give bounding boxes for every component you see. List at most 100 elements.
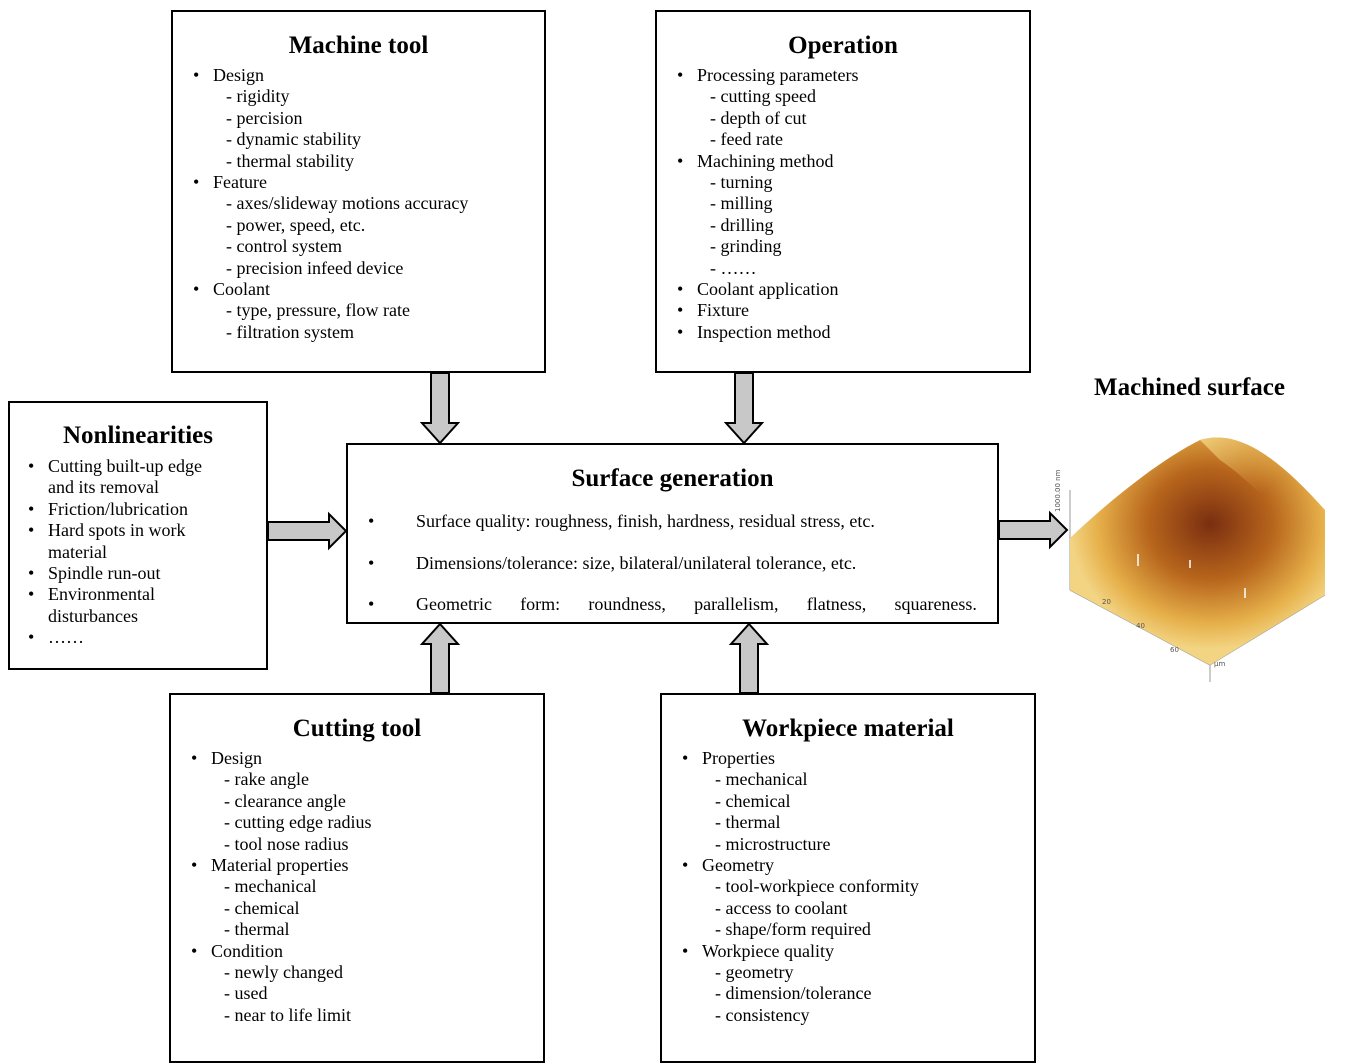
list-item-label: Cutting built-up edge <box>48 456 202 476</box>
list-subitem: - tool nose radius <box>224 833 349 854</box>
geometric-form-word: form: <box>520 594 561 614</box>
axis-tick-40: 40 <box>1136 622 1145 630</box>
list-subitem: - cutting edge radius <box>224 812 372 833</box>
geometric-form-text: Geometric form: roundness, parallelism, flat… <box>416 594 977 615</box>
list-subitem: - thermal <box>224 919 290 940</box>
list-item-label: Geometry <box>702 855 774 876</box>
list-subitem: - milling <box>710 193 773 214</box>
list-item: Geometry- tool-workpiece conformity- acc… <box>682 855 919 941</box>
list-subitem: - drilling <box>710 214 774 235</box>
list-subitem: - turning <box>710 172 773 193</box>
list-subitem: - …… <box>710 257 757 278</box>
list-subitem: - consistency <box>715 1004 810 1025</box>
cutting-tool-title: Cutting tool <box>292 715 422 742</box>
list-subitem: - thermal <box>715 812 781 833</box>
geometric-form-word: flatness, <box>806 594 867 614</box>
list-item-label: Hard spots in work <box>48 520 186 541</box>
list-subitem: - feed rate <box>710 129 783 150</box>
bullet-icon: • <box>368 553 375 573</box>
list-subitem: - microstructure <box>715 833 831 854</box>
list-item-label: Machining method <box>697 150 834 171</box>
list-item-label: Properties <box>702 748 775 768</box>
geometric-form-word: parallelism, <box>694 594 779 614</box>
list-subitem: - near to life limit <box>224 1004 351 1025</box>
operation-box: Operation Processing parameters- cutting… <box>655 10 1031 373</box>
surface-generation-box: Surface generation • Surface quality: ro… <box>346 443 999 624</box>
list-subitem: - rigidity <box>226 86 290 107</box>
list-item: Processing parameters- cutting speed- de… <box>677 65 858 151</box>
geometric-form-word: roundness, <box>588 594 666 614</box>
list-subitem: - newly changed <box>224 962 343 983</box>
list-item: Machining method- turning- milling- dril… <box>677 151 858 279</box>
list-subitem: - shape/form required <box>715 919 871 940</box>
list-subitem: disturbances <box>48 605 138 626</box>
machine-tool-title: Machine tool <box>288 32 429 59</box>
list-subitem: - access to coolant <box>715 897 848 918</box>
list-item-label: Design <box>213 65 264 85</box>
list-item: Coolant application <box>677 279 858 301</box>
list-subitem: and its removal <box>48 477 159 498</box>
arrow-operation <box>723 372 765 445</box>
list-subitem: - precision infeed device <box>226 257 404 278</box>
list-item: Material properties- mechanical- chemica… <box>191 855 371 941</box>
geometric-form-word: squareness. <box>894 594 977 614</box>
list-item-label: Feature <box>213 172 267 193</box>
workpiece-material-title: Workpiece material <box>742 715 954 742</box>
machined-surface-image: 1000.00 nm 20 40 60 µm <box>1054 437 1326 682</box>
list-item-label: Inspection method <box>697 321 831 342</box>
nonlinearities-box: Nonlinearities Cutting built-up edgeand … <box>8 401 268 670</box>
list-subitem: - control system <box>226 236 342 257</box>
list-subitem: - depth of cut <box>710 107 807 128</box>
surface-spikes <box>1137 554 1246 598</box>
list-item-label: Coolant application <box>697 279 839 300</box>
list-subitem: - chemical <box>715 790 791 811</box>
geometric-form-word: Geometric <box>416 594 492 614</box>
list-subitem: - power, speed, etc. <box>226 214 366 235</box>
list-item-label: Condition <box>211 940 284 961</box>
bullet-icon: • <box>368 594 375 614</box>
nonlinearities-title: Nonlinearities <box>63 422 213 449</box>
list-item-label: Environmental <box>48 584 155 605</box>
list-subitem: - type, pressure, flow rate <box>226 300 410 321</box>
list-subitem: - dimension/tolerance <box>715 983 872 1004</box>
list-subitem: - rake angle <box>224 769 309 790</box>
list-subitem: - grinding <box>710 236 782 257</box>
workpiece-material-box: Workpiece material Properties- mechanica… <box>660 693 1036 1063</box>
list-subitem: - thermal stability <box>226 150 354 171</box>
arrow-workpiece <box>728 622 770 694</box>
surface-quality-text: Surface quality: roughness, finish, hard… <box>416 511 875 531</box>
list-subitem: - axes/slideway motions accuracy <box>226 193 469 214</box>
machined-surface-title: Machined surface <box>1094 374 1285 401</box>
list-subitem: - tool-workpiece conformity <box>715 876 919 897</box>
list-item-label: Spindle run-out <box>48 563 161 584</box>
list-item: Properties- mechanical- chemical- therma… <box>682 748 919 855</box>
list-item: Condition- newly changed- used- near to … <box>191 941 371 1027</box>
list-item-label: Coolant <box>213 279 270 300</box>
list-item-label: Processing parameters <box>697 65 859 85</box>
list-item-label: Workpiece quality <box>702 940 835 961</box>
surface-ridge <box>1200 437 1325 550</box>
list-subitem: - filtration system <box>226 321 354 342</box>
list-item: Friction/lubrication <box>28 498 202 521</box>
machine-tool-box: Machine tool Design- rigidity- percision… <box>171 10 546 373</box>
axis-tick-60: 60 <box>1170 646 1179 654</box>
surface-generation-title: Surface generation <box>571 465 774 492</box>
list-subitem: - percision <box>226 107 303 128</box>
z-axis-label: 1000.00 nm <box>1054 469 1062 512</box>
bullet-icon: • <box>368 511 375 531</box>
list-item: Workpiece quality- geometry- dimension/t… <box>682 941 919 1027</box>
list-subitem: - used <box>224 983 268 1004</box>
list-item-label: Material properties <box>211 855 349 876</box>
list-item: …… <box>28 627 202 649</box>
list-item-label: Design <box>211 748 262 768</box>
list-item: Fixture <box>677 300 858 322</box>
list-item: Spindle run-out <box>28 563 202 585</box>
list-subitem: material <box>48 541 107 562</box>
list-item: Inspection method <box>677 321 858 344</box>
list-item-label: Friction/lubrication <box>48 498 188 519</box>
machine-tool-list: Design- rigidity- percision- dynamic sta… <box>193 65 468 343</box>
